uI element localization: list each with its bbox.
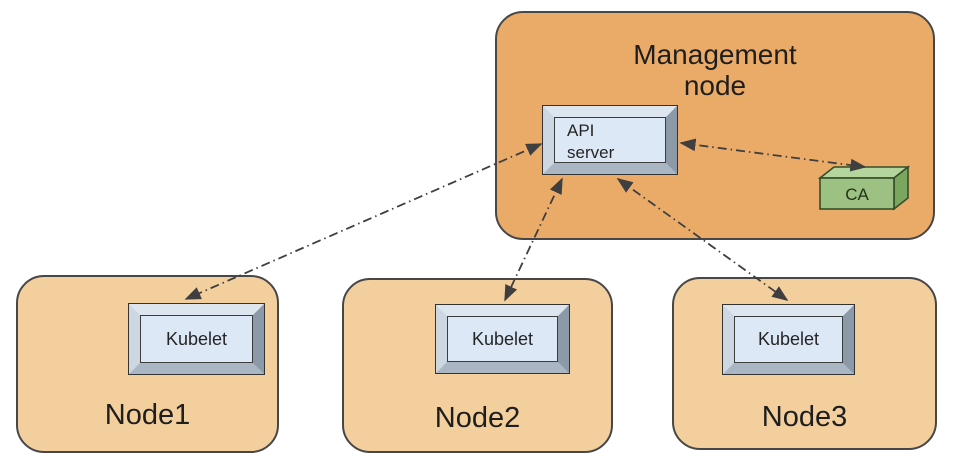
node1-kubelet-box: Kubelet	[128, 303, 265, 375]
api-server-box: API server	[542, 105, 678, 175]
ca-front-face	[819, 177, 895, 210]
api-server-face: API server	[554, 117, 666, 163]
node3-kubelet-box: Kubelet	[722, 304, 855, 375]
node2-label: Node2	[434, 402, 521, 434]
node3-label: Node3	[761, 401, 848, 433]
node1-kubelet-bevel: Kubelet	[129, 304, 264, 374]
node3-kubelet-label: Kubelet	[757, 329, 820, 349]
node1-kubelet-label: Kubelet	[165, 328, 228, 349]
node2-kubelet-label: Kubelet	[471, 328, 534, 349]
node2-kubelet-face: Kubelet	[447, 316, 558, 362]
api-server-label: API server	[567, 121, 615, 162]
node1-box: Kubelet Node1	[16, 275, 279, 453]
ca-box: CA	[818, 165, 910, 211]
node3-kubelet-face: Kubelet	[734, 316, 843, 363]
ca-label: CA	[845, 185, 869, 204]
management-node-label: Management node	[633, 39, 797, 101]
node3-box: Kubelet Node3	[672, 277, 937, 450]
node2-kubelet-box: Kubelet	[435, 304, 570, 374]
node2-box: Kubelet Node2	[342, 278, 613, 453]
node3-kubelet-bevel: Kubelet	[723, 305, 854, 374]
node2-kubelet-bevel: Kubelet	[436, 305, 569, 373]
node1-label: Node1	[104, 399, 191, 431]
ca-top-face	[818, 166, 910, 179]
api-server-bevel: API server	[543, 106, 677, 174]
node1-kubelet-face: Kubelet	[140, 315, 253, 363]
